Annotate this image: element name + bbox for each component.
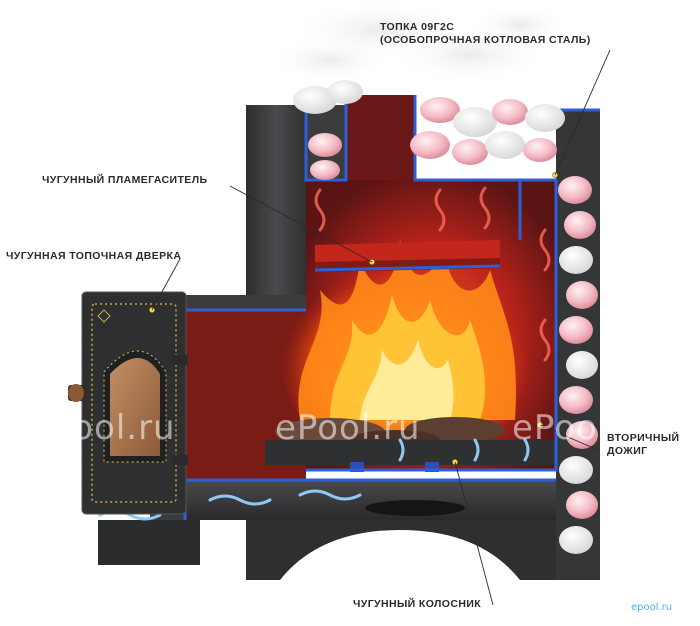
brand-logo: epool.ru [631,602,673,613]
cast-iron-door [68,291,188,515]
fire-flames [280,240,530,465]
watermark-left: ePool.ru [30,408,176,448]
air-flow-arrows [98,438,530,521]
watermark-center: ePool.ru [275,408,421,448]
sauna-stones-side [558,176,598,554]
label-grate: ЧУГУННЫЙ КОЛОСНИК [353,598,482,610]
label-secondary-line2: ДОЖИГ [607,445,648,457]
grate-shelf [265,440,555,472]
ash-pit-coals [365,500,465,516]
label-secondary-line1: ВТОРИЧНЫЙ [607,432,680,444]
label-firebox-line1: ТОПКА 09Г2С [380,21,455,33]
sauna-stones-top [293,80,565,180]
label-flame-damper: ЧУГУННЫЙ ПЛАМЕГАСИТЕЛЬ [42,174,208,186]
leader-lines [151,49,611,606]
steam-cloud [270,0,570,83]
watermark-right: ePool.ru [512,408,658,448]
label-firebox-door: ЧУГУННАЯ ТОПОЧНАЯ ДВЕРКА [6,250,182,262]
heat-flow-arrows [314,186,551,362]
label-firebox-line2: (ОСОБОПРОЧНАЯ КОТЛОВАЯ СТАЛЬ) [380,34,591,46]
